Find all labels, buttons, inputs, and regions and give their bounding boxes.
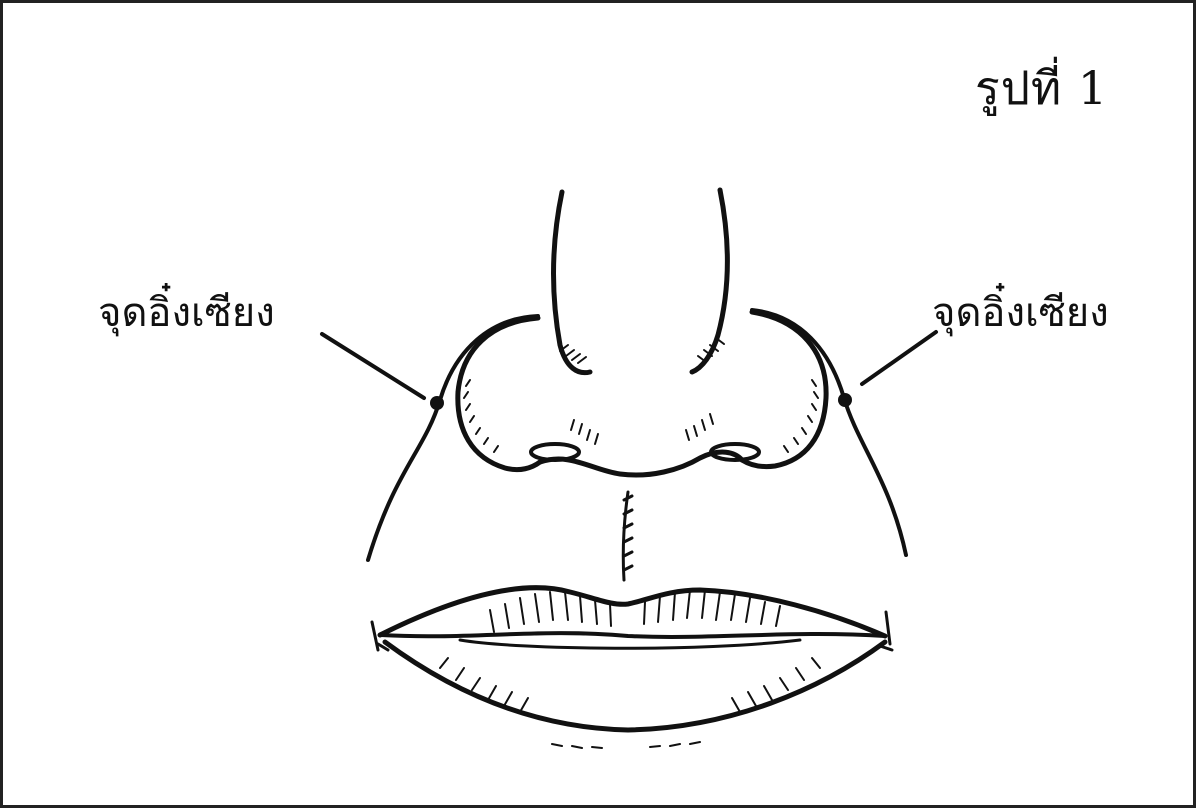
upper-lip-shading bbox=[489, 589, 781, 633]
nose-tip bbox=[537, 449, 745, 478]
lip-line bbox=[378, 631, 887, 639]
left-acupoint-dot bbox=[430, 396, 444, 410]
right-nostril-wing bbox=[739, 309, 829, 470]
right-acupoint-dot bbox=[838, 393, 852, 407]
left-nostril bbox=[529, 442, 581, 462]
mouth-inner bbox=[458, 638, 802, 650]
right-leader-line bbox=[860, 330, 938, 386]
nose-bridge-shading bbox=[559, 337, 725, 364]
left-nostril-wing bbox=[455, 315, 543, 473]
nose-bridge-left bbox=[550, 189, 593, 376]
right-nostril bbox=[709, 442, 761, 462]
left-leader-line bbox=[320, 332, 426, 400]
philtrum bbox=[621, 490, 634, 582]
right-point-label: จุดอิ๋งเซียง bbox=[932, 290, 1109, 336]
mouth-corner-marks bbox=[370, 610, 894, 652]
nose-bridge-right bbox=[689, 187, 730, 375]
right-cheek-line bbox=[750, 308, 908, 557]
upper-lip bbox=[377, 585, 888, 639]
figure-title: รูปที่ 1 bbox=[975, 61, 1109, 115]
left-cheek-line bbox=[366, 314, 540, 562]
nostril-wing-shading bbox=[463, 379, 819, 453]
nose-tip-shading bbox=[570, 413, 714, 445]
left-point-label: จุดอิ๋งเซียง bbox=[98, 290, 275, 336]
chin-shading bbox=[551, 741, 701, 749]
lower-lip-shading bbox=[439, 657, 821, 713]
lower-lip bbox=[382, 639, 888, 733]
